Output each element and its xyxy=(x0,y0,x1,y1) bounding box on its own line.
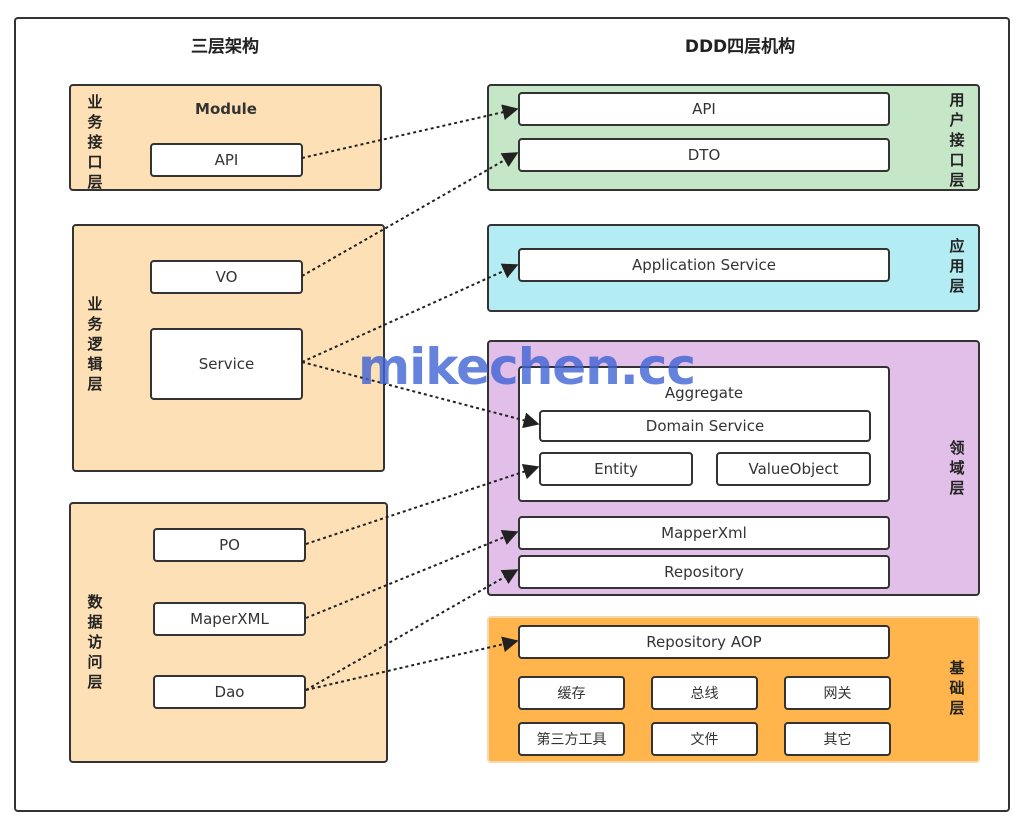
vo-box: VO xyxy=(150,260,303,294)
left-api-box: API xyxy=(150,143,303,177)
application-layer-label: 应用层 xyxy=(949,237,965,295)
user-interface-layer: API DTO 用户接口层 xyxy=(487,84,980,191)
dto-box: DTO xyxy=(518,138,890,172)
business-interface-layer: 业务接口层 Module API xyxy=(69,84,382,191)
business-interface-layer-label: 业务接口层 xyxy=(87,93,103,191)
infra-item-gateway: 网关 xyxy=(784,676,891,710)
data-access-layer: 数据访问层 PO MaperXML Dao xyxy=(69,502,388,763)
infra-item-bus: 总线 xyxy=(651,676,758,710)
application-layer: Application Service 应用层 xyxy=(487,224,980,312)
mapperxml-box: MapperXml xyxy=(518,516,890,550)
business-logic-layer-label: 业务逻辑层 xyxy=(87,295,103,393)
user-interface-layer-label: 用户接口层 xyxy=(949,91,965,189)
infrastructure-layer: Repository AOP 缓存 总线 网关 第三方工具 文件 其它 基础层 xyxy=(487,616,980,763)
infrastructure-layer-label: 基础层 xyxy=(949,659,965,717)
ddd-title: DDD四层机构 xyxy=(684,37,796,57)
diagram-frame xyxy=(14,17,1010,812)
application-service-box: Application Service xyxy=(518,248,890,282)
value-object-box: ValueObject xyxy=(716,452,871,486)
infra-item-file: 文件 xyxy=(651,722,758,756)
repository-box: Repository xyxy=(518,555,890,589)
dao-box: Dao xyxy=(153,675,306,709)
service-box: Service xyxy=(150,328,303,400)
entity-box: Entity xyxy=(539,452,693,486)
data-access-layer-label: 数据访问层 xyxy=(87,593,103,691)
maperxml-box: MaperXML xyxy=(153,602,306,636)
three-tier-title: 三层架构 xyxy=(191,37,259,57)
po-box: PO xyxy=(153,528,306,562)
business-logic-layer: 业务逻辑层 VO Service xyxy=(72,224,385,472)
aggregate-label: Aggregate xyxy=(664,384,744,402)
watermark: mikechen.cc xyxy=(358,338,696,396)
domain-layer: Aggregate Domain Service Entity ValueObj… xyxy=(487,340,980,596)
infra-item-third-party-tools: 第三方工具 xyxy=(518,722,625,756)
right-api-box: API xyxy=(518,92,890,126)
infra-item-cache: 缓存 xyxy=(518,676,625,710)
module-label: Module xyxy=(195,100,257,118)
domain-layer-label: 领域层 xyxy=(949,439,965,497)
repository-aop-box: Repository AOP xyxy=(518,625,890,659)
infra-item-other: 其它 xyxy=(784,722,891,756)
domain-service-box: Domain Service xyxy=(539,410,871,442)
